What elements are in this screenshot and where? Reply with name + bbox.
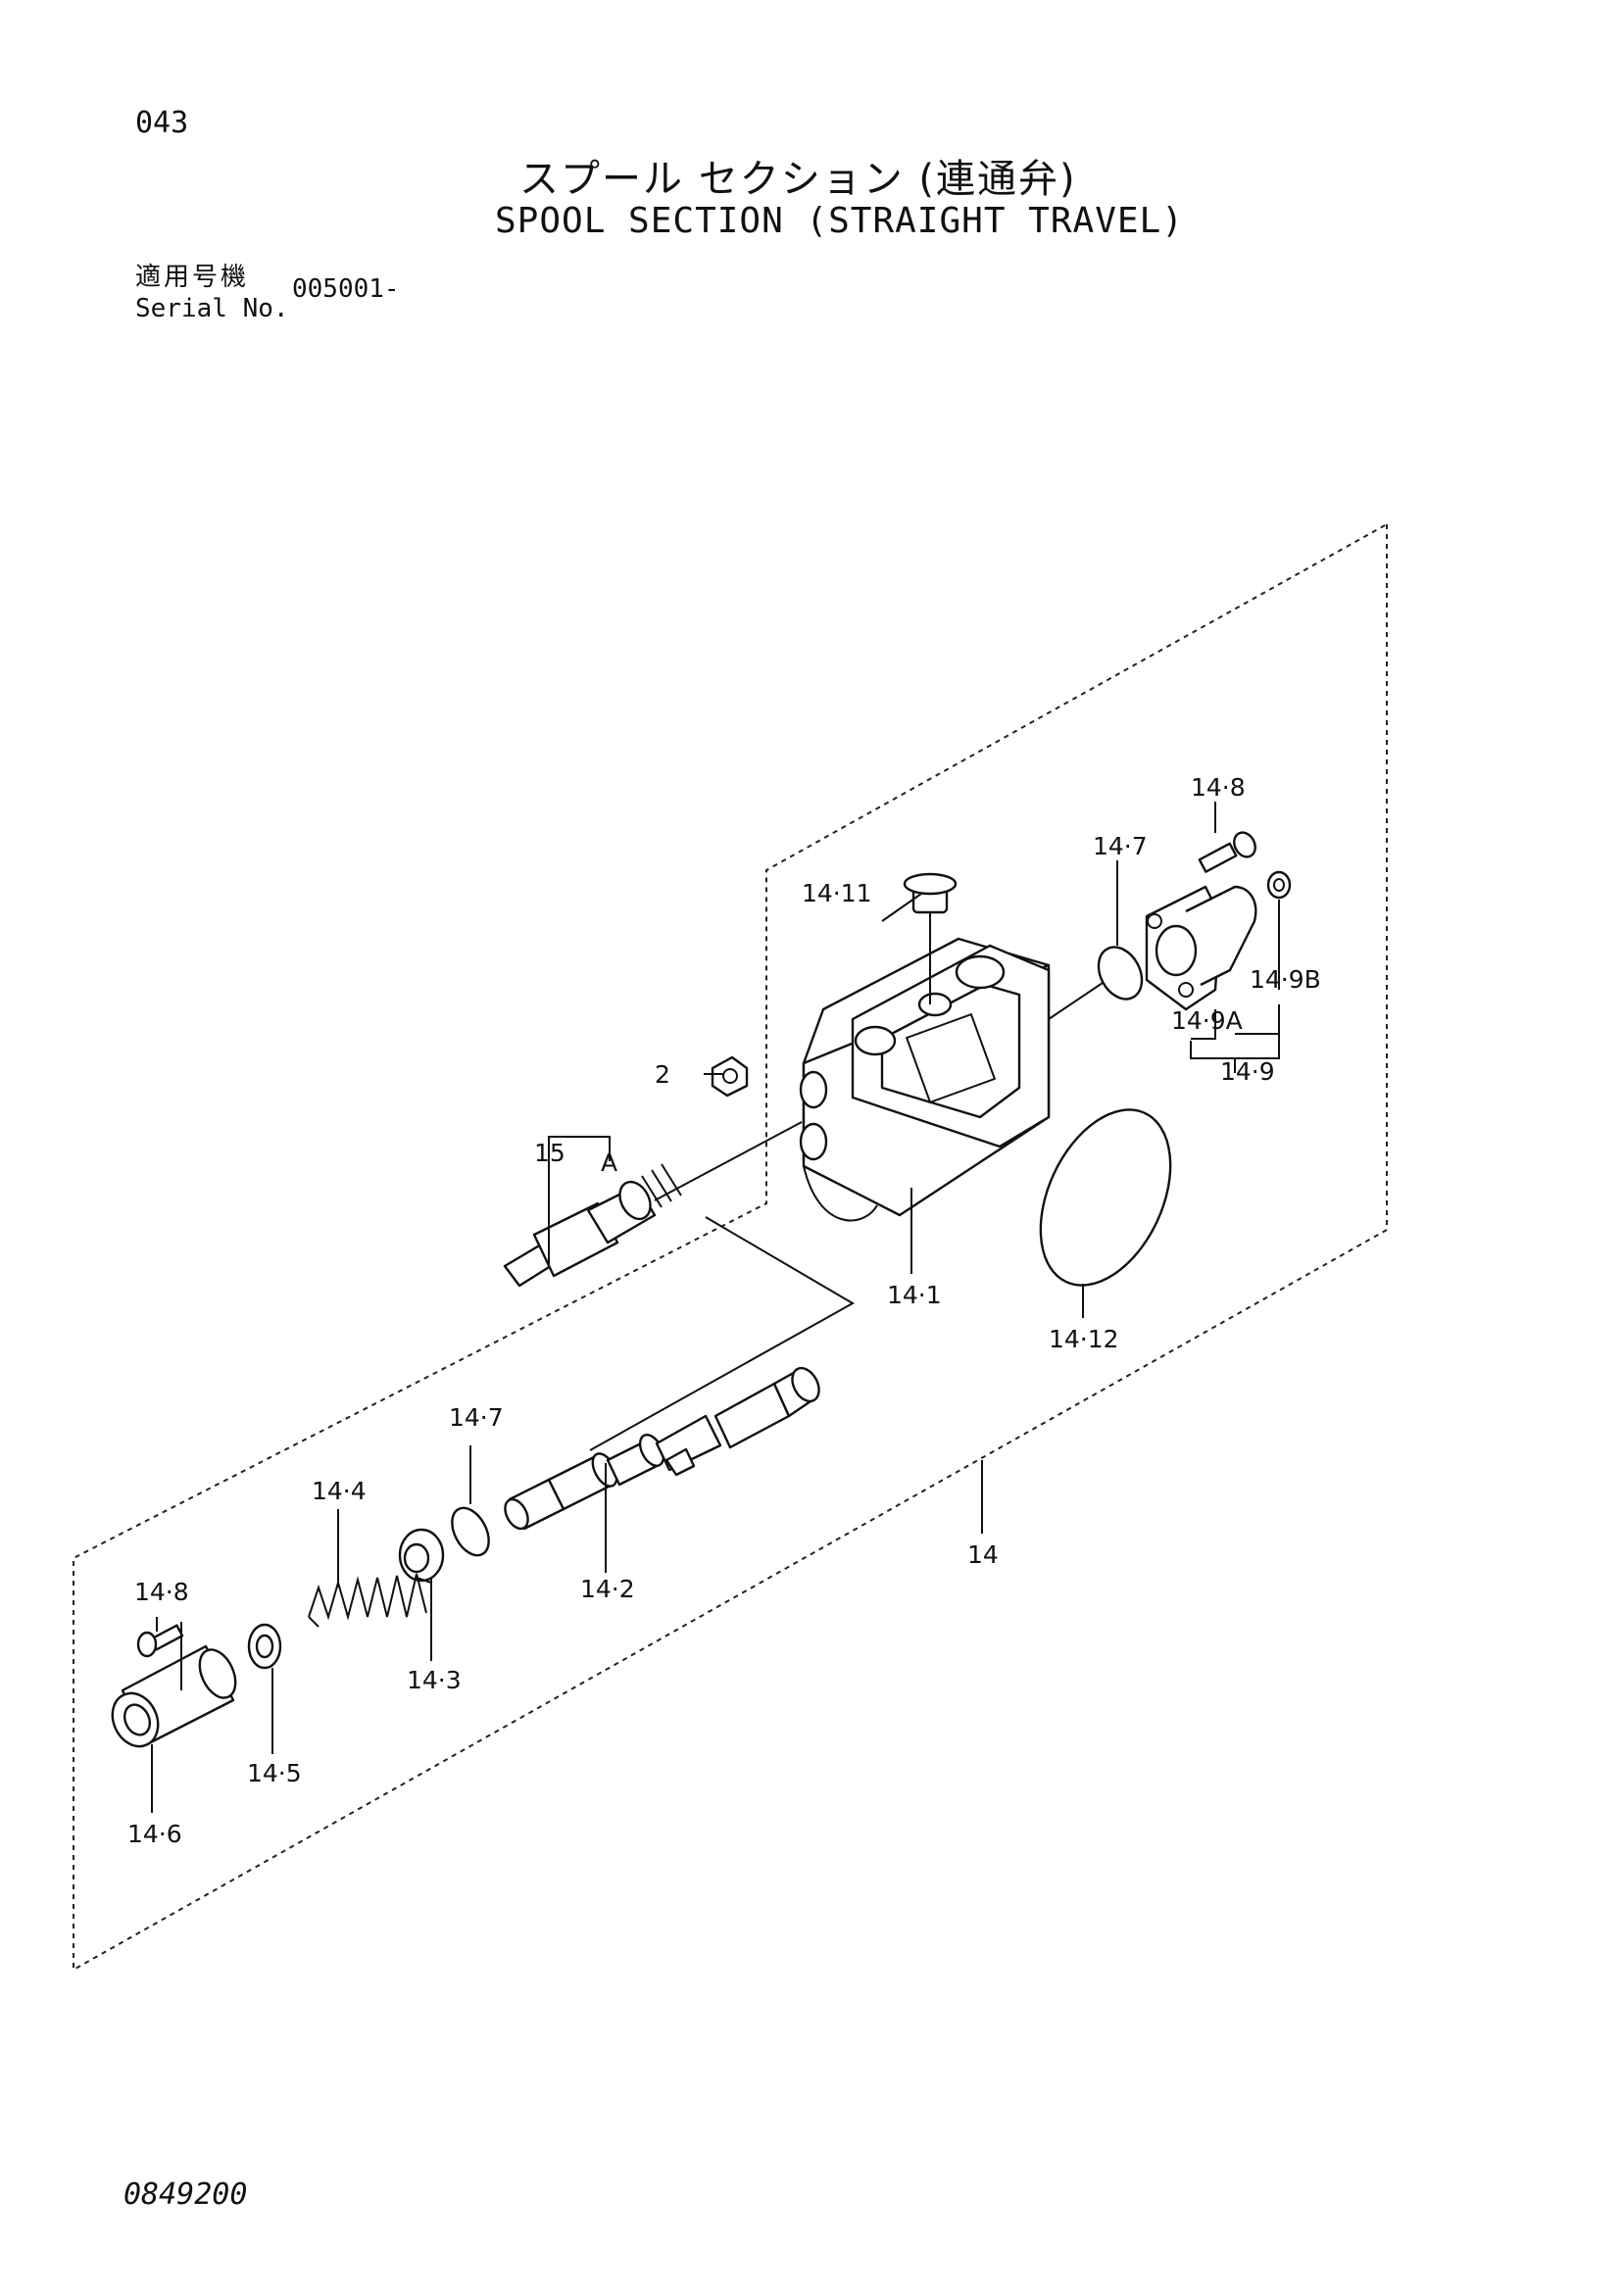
callout-14-6: 14·6	[127, 1820, 182, 1848]
valve-body-part[interactable]	[799, 937, 1051, 1222]
callout-14-7-bottom: 14·7	[449, 1403, 504, 1432]
serial-number-value: 005001-	[292, 274, 400, 304]
callout-14-12: 14·12	[1049, 1325, 1119, 1353]
callout-14-4: 14·4	[312, 1477, 367, 1505]
washer-part[interactable]	[1266, 870, 1292, 900]
large-o-ring-part[interactable]	[1014, 1089, 1196, 1305]
callout-14: 14	[967, 1540, 999, 1569]
valve-part[interactable]	[503, 1163, 682, 1288]
retainer-part[interactable]	[247, 1623, 282, 1670]
o-ring-part-lower[interactable]	[445, 1502, 497, 1562]
callout-14-7-top: 14·7	[1093, 832, 1148, 860]
callout-14-1: 14·1	[887, 1281, 942, 1309]
callout-14-9: 14·9	[1220, 1057, 1275, 1086]
serial-label-japanese: 適用号機	[135, 263, 250, 292]
callout-14-8-bottom: 14·8	[134, 1578, 189, 1606]
title-japanese: スプール セクション (連通弁)	[519, 157, 1077, 202]
callout-14-3: 14·3	[407, 1666, 462, 1694]
callout-14-5: 14·5	[247, 1759, 302, 1787]
cap-part[interactable]	[398, 1528, 445, 1583]
spring-part[interactable]	[308, 1573, 432, 1628]
cover-part[interactable]	[104, 1644, 242, 1754]
callout-2: 2	[655, 1060, 670, 1089]
title-english: SPOOL SECTION (STRAIGHT TRAVEL)	[495, 201, 1184, 241]
bolt-part-lower[interactable]	[136, 1624, 184, 1658]
spool-part[interactable]	[501, 1363, 824, 1532]
assembly-14-boundary	[73, 522, 1388, 1972]
callout-15: 15	[534, 1139, 566, 1167]
callout-14-8-top: 14·8	[1191, 773, 1246, 802]
serial-label-english: Serial No.	[135, 294, 289, 323]
bolt-part[interactable]	[1198, 829, 1259, 873]
o-ring-part[interactable]	[1090, 940, 1151, 1006]
callout-A: A	[601, 1148, 617, 1177]
plug-part[interactable]	[903, 872, 958, 914]
flange-part[interactable]	[1145, 885, 1257, 1011]
callout-14-11: 14·11	[802, 879, 872, 907]
document-number: 0849200	[123, 2177, 248, 2212]
nut-part[interactable]	[711, 1055, 749, 1098]
callout-14-2: 14·2	[580, 1575, 635, 1603]
callout-14-9B: 14·9B	[1250, 965, 1321, 994]
page-number: 043	[135, 106, 189, 140]
callout-14-9A: 14·9A	[1171, 1006, 1243, 1035]
